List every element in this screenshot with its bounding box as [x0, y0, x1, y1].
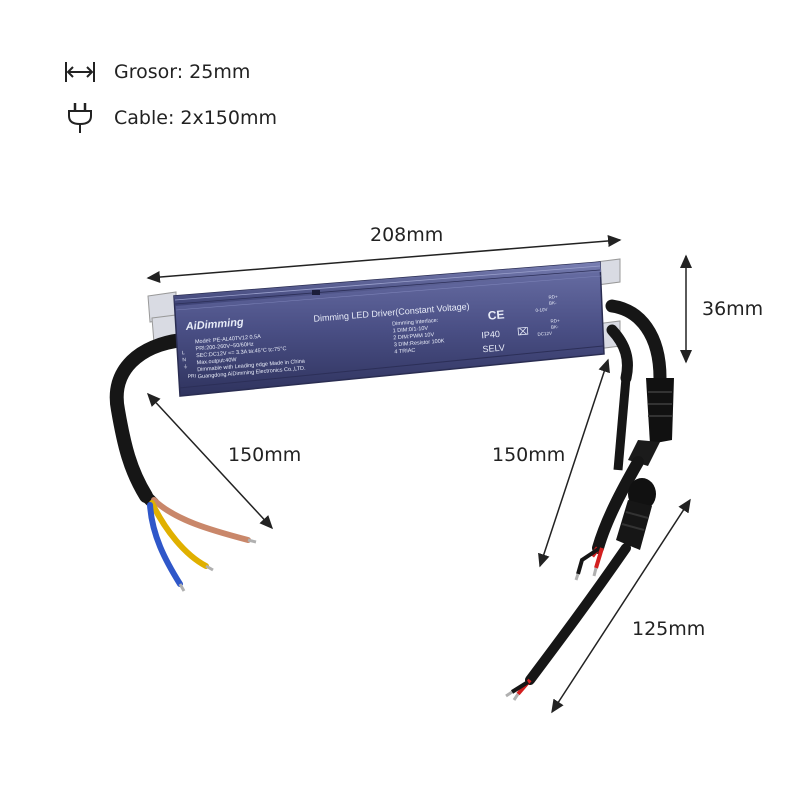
bk-bottom-text: BK- — [551, 324, 559, 330]
plug-icon — [60, 102, 100, 134]
thickness-text: Grosor: 25mm — [114, 61, 251, 83]
ip-rating-text: IP40 — [481, 329, 500, 340]
pri-box-text: PRI — [188, 373, 197, 380]
dim-range-text: 0-10V — [535, 307, 547, 313]
dc-connector — [616, 478, 656, 550]
length-dimension-arrow — [146, 234, 622, 284]
term-pe-text: ⏚ — [183, 363, 189, 370]
height-dimension-label: 36mm — [702, 298, 764, 320]
interface-2-text: 2 DIM:PWM 10V — [393, 332, 435, 341]
wire-blue — [147, 502, 183, 587]
wire-yellow — [149, 500, 209, 569]
max-output-text: Max.output:40W — [196, 357, 237, 366]
dc-cable-dimension-arrow — [551, 498, 691, 714]
model-text: Model: PE-AL40TV12 0.5A — [195, 334, 262, 345]
weee-bin-icon: ⌧ — [517, 327, 529, 339]
term-n-text: N — [182, 357, 186, 363]
interface-title-text: Dimming Interface: — [392, 318, 439, 328]
rd-bottom-text: RD+ — [550, 318, 560, 324]
interface-3-text: 3 DIM:Resistor 100K — [394, 338, 445, 348]
wire-brown — [151, 497, 251, 543]
dim-cable — [605, 299, 667, 385]
dc-cable-lower — [525, 543, 631, 685]
term-l-text: L — [182, 350, 185, 356]
cable-text: Cable: 2x150mm — [114, 107, 277, 129]
rd-top-text: RD+ — [548, 294, 558, 300]
thickness-arrows-icon — [60, 56, 100, 88]
pri-text: PRI:200-260V~50/60Hz — [195, 342, 254, 353]
brand-text: AiDimming — [184, 316, 244, 333]
input-cable — [109, 333, 189, 503]
selv-text: SELV — [482, 343, 505, 355]
dim-cable-lower — [592, 456, 644, 554]
interface-4-text: 4 TRIAC — [394, 348, 415, 356]
interface-1-text: 1 DIM:0/1-10V — [393, 326, 429, 335]
bk-top-text: BK- — [549, 300, 557, 306]
led-driver-body — [173, 261, 605, 397]
left-cable-dimension-arrow — [146, 392, 274, 530]
thickness-spec: Grosor: 25mm — [60, 56, 250, 88]
cable-spec: Cable: 2x150mm — [60, 102, 277, 134]
ce-mark-text: CE — [487, 307, 505, 322]
dc-cable-upper — [606, 324, 633, 384]
dc-output-text: DC12V — [537, 331, 552, 337]
dim-connector — [628, 378, 674, 466]
